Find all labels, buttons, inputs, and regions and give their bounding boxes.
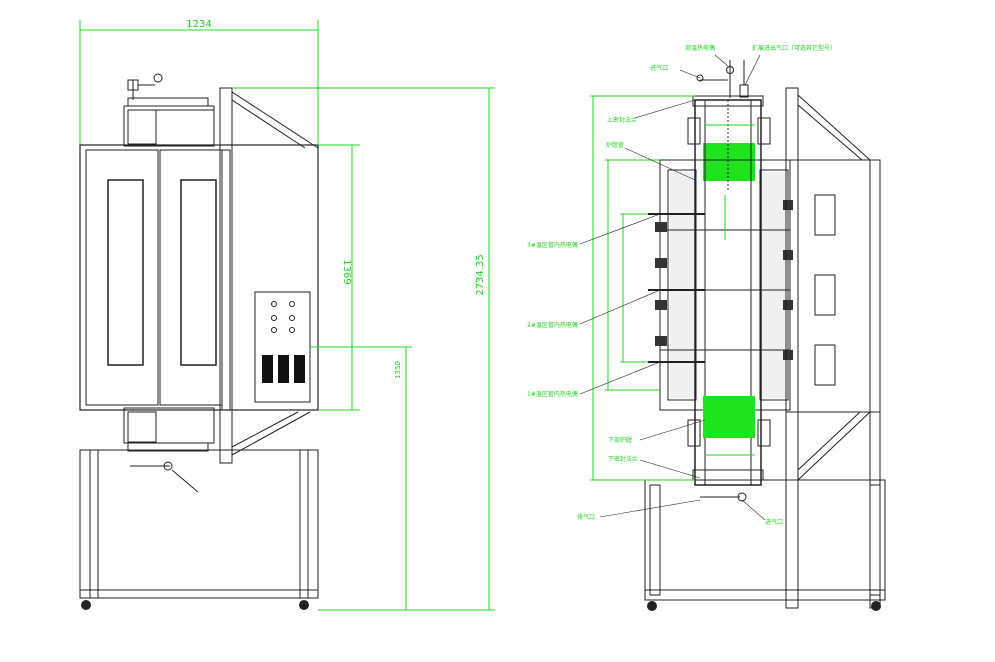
- lower-flange: [687, 396, 771, 502]
- label-zone-3: 3#温区管内热电偶: [527, 241, 578, 249]
- center-height-dimension: 1350: [310, 346, 412, 611]
- width-dimension-text: 1234: [186, 19, 211, 30]
- control-panel: [254, 291, 311, 403]
- side-base: [644, 479, 886, 611]
- front-view: 1234: [79, 19, 495, 611]
- label-outlet: 排气口: [577, 513, 595, 521]
- label-bottom-inlet: 进气口: [765, 518, 783, 526]
- label-lower-furnace: 下部炉膛: [608, 436, 632, 444]
- leader-lines: [579, 54, 766, 521]
- upper-flange: [687, 95, 771, 190]
- front-cabinet: [79, 144, 319, 411]
- center-height-text: 1350: [394, 361, 402, 379]
- front-frame: [219, 87, 319, 464]
- total-height-dimension: 2734.35: [232, 87, 495, 611]
- width-dimension: 1234: [79, 19, 319, 145]
- side-top-instruments: [696, 60, 749, 98]
- label-zone-1: 1#温区管内热电偶: [527, 390, 578, 398]
- heating-zones: [648, 200, 793, 363]
- side-view: 进气口 测温热电偶 扩展进出气口（可选其它型号） 上密封法兰 炉膛管 3#温区管…: [527, 44, 886, 611]
- top-gauge: [123, 73, 215, 147]
- furnace-tube: [659, 99, 791, 486]
- label-top-inlet: 进气口: [650, 64, 668, 72]
- label-insulation: 炉膛管: [606, 141, 624, 149]
- side-dimensions: [590, 95, 755, 481]
- side-frame: [785, 87, 881, 609]
- label-lower-flange: 下密封法兰: [608, 455, 638, 463]
- front-base: [79, 449, 319, 610]
- total-height-text: 2734.35: [475, 254, 486, 295]
- label-extension-port: 扩展进出气口（可选其它型号）: [752, 44, 836, 52]
- label-zone-2: 2#温区管内热电偶: [527, 321, 578, 329]
- bottom-gauge: [123, 407, 215, 493]
- label-upper-flange: 上密封法兰: [607, 116, 637, 124]
- chamber-height-text: 1369: [341, 259, 352, 284]
- label-thermocouple: 测温热电偶: [685, 44, 715, 52]
- chamber-height-dimension: 1369: [318, 144, 360, 411]
